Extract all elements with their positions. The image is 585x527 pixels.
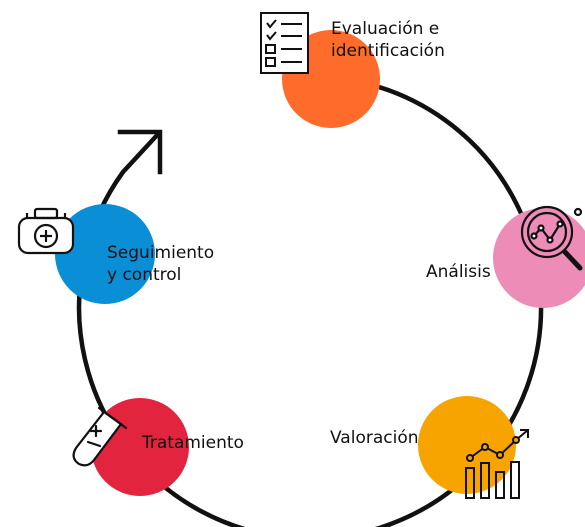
node-seguimiento (55, 204, 155, 304)
checklist-icon (260, 12, 309, 74)
cycle-arrow-shaft (121, 130, 162, 174)
test-tube-icon (72, 406, 128, 467)
label-seguimiento-line2: y control (107, 265, 182, 285)
label-evaluacion-line2: identificación (331, 41, 445, 61)
label-seguimiento-line1: Seguimiento (107, 243, 215, 263)
label-tratamiento: Tratamiento (142, 433, 244, 453)
label-analisis: Análisis (426, 262, 491, 282)
label-evaluacion: Evaluación e identificación (331, 18, 445, 62)
label-valoracion: Valoración (330, 428, 419, 448)
label-seguimiento: Seguimiento y control (107, 242, 214, 286)
magnifier-chart-icon (520, 205, 583, 271)
bar-chart-trend-icon (465, 429, 529, 499)
medical-kit-icon (17, 207, 75, 255)
label-evaluacion-line1: Evaluación e (331, 19, 440, 39)
node-valoracion (418, 396, 516, 494)
cycle-ring (76, 79, 544, 527)
